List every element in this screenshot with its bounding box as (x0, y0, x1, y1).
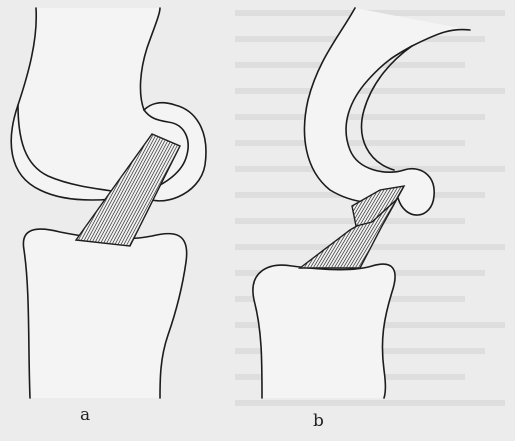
panel-label-a: a (80, 405, 90, 425)
hatch-line (202, 120, 272, 250)
panel-b-drawing (253, 8, 480, 398)
hatch-line (196, 120, 266, 250)
hatch-line (208, 120, 278, 250)
tibia-b (253, 264, 395, 398)
femur-condyle-b (304, 8, 470, 215)
hatch-line (205, 120, 275, 250)
hatch-line (220, 120, 290, 250)
hatch-line (211, 120, 281, 250)
panel-a-drawing (11, 8, 290, 398)
hatch-line (217, 120, 287, 250)
panel-label-b: b (313, 411, 324, 431)
hatch-line (214, 120, 284, 250)
tibia-a (23, 229, 186, 398)
hatch-line (199, 120, 269, 250)
